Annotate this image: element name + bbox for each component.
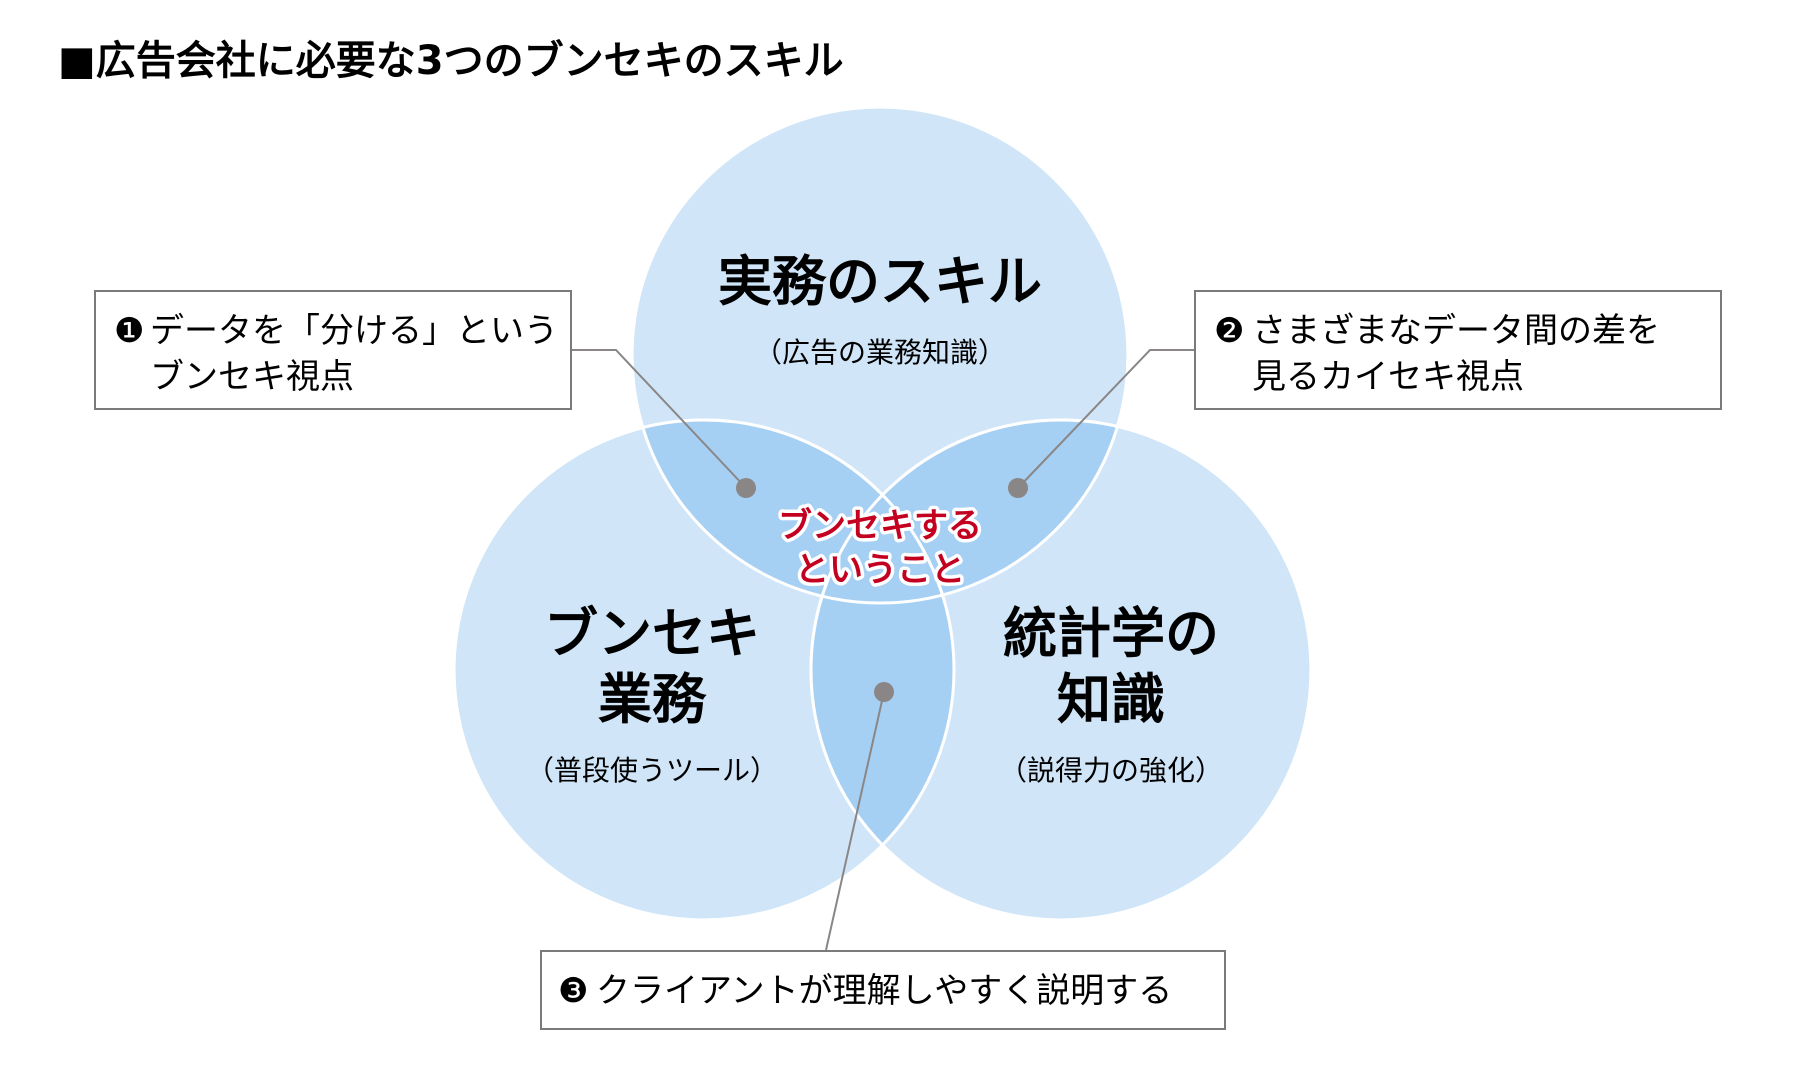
overlap-top-right [811,420,1128,603]
callout-3: ❸ クライアントが理解しやすく説明する [540,950,1226,1030]
callout-1: ❶ データを「分ける」という ブンセキ視点 [94,290,572,410]
circle-left-subtitle: （普段使うツール） [526,754,778,787]
leader-dot-2 [1008,478,1028,498]
page-title: ■広告会社に必要な3つのブンセキのスキル [58,38,844,84]
callout-3-line1: クライアントが理解しやすく説明する [596,971,1172,1011]
callout-1-line2: ブンセキ視点 [150,357,354,397]
leader-line-1 [570,349,747,489]
leader-dot-1 [736,478,756,498]
circle-top-outline [630,105,1130,605]
circle-right-title-line1: 統計学の [1003,602,1219,665]
callout-2-line2: 見るカイセキ視点 [1252,357,1524,397]
circle-right-outline [809,418,1313,922]
overlap-top-left [632,420,954,603]
circle-top-title: 実務のスキル [718,250,1042,313]
callout-2-marker: ❷ [1214,311,1244,351]
callout-2: ❷ さまざまなデータ間の差を 見るカイセキ視点 [1194,290,1722,410]
callout-3-marker: ❸ [558,971,588,1011]
leader-line-2 [1017,349,1194,489]
circle-left-title-line1: ブンセキ [544,602,760,665]
callout-1-marker: ❶ [114,311,144,351]
callout-2-line1: さまざまなデータ間の差を [1252,311,1660,351]
circle-left-outline [452,418,956,922]
callout-1-line1: データを「分ける」という [150,311,558,351]
circle-left-title-line2: 業務 [598,668,707,731]
circle-right-title-line2: 知識 [1057,668,1165,731]
circle-top-subtitle: （広告の業務知識） [754,336,1006,369]
center-label-line1: ブンセキする [778,506,982,546]
leader-line-3 [825,691,885,951]
circle-right-subtitle: （説得力の強化） [999,754,1223,787]
leader-dot-3 [874,682,894,702]
center-label-line2: ということ [795,550,965,590]
